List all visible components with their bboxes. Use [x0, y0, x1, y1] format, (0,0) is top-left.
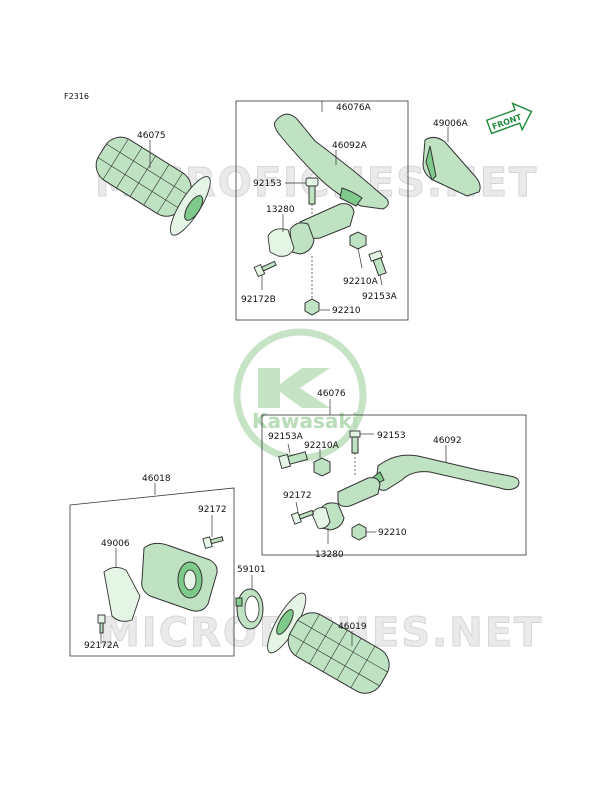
label-46076A: 46076A	[336, 103, 372, 113]
label-46075: 46075	[137, 131, 166, 141]
screw-92172B	[253, 260, 277, 278]
lever-46092	[371, 454, 520, 491]
nut-92210-lower	[351, 523, 367, 541]
cover-49006	[103, 567, 141, 622]
nut-92210A-lower	[313, 457, 331, 477]
kawasaki-logo-text: Kawasaki	[252, 409, 359, 433]
figure-code: F2316	[64, 92, 89, 101]
label-92172-lower: 92172	[283, 491, 312, 501]
label-59101: 59101	[237, 565, 266, 575]
front-direction-arrow: FRONT	[485, 102, 533, 135]
label-46018: 46018	[142, 474, 171, 484]
box-46018	[69, 487, 235, 657]
label-92153-upper: 92153	[253, 179, 282, 189]
cover-49006A	[422, 136, 481, 197]
label-46092A: 46092A	[332, 141, 368, 151]
bolt-92153-lower	[349, 430, 361, 454]
grip-left-46075	[95, 136, 211, 236]
label-92210-upper: 92210	[332, 306, 361, 316]
label-92210A-upper: 92210A	[343, 277, 379, 287]
label-13280-upper: 13280	[266, 205, 295, 215]
label-92172A: 92172A	[84, 641, 120, 651]
label-92210A-lower: 92210A	[304, 441, 340, 451]
screw-92172-throttle	[202, 536, 224, 549]
clamp-bracket-lower	[311, 477, 381, 531]
label-49006: 49006	[101, 539, 130, 549]
clamp-ring-59101	[235, 588, 264, 630]
clamp-bracket-upper	[267, 203, 355, 257]
label-92153A-lower: 92153A	[268, 432, 304, 442]
nut-92210A-upper	[349, 231, 367, 250]
bolt-92153A-lower	[278, 451, 308, 470]
screw-92172A	[97, 614, 106, 634]
label-46076: 46076	[317, 389, 346, 399]
label-49006A: 49006A	[433, 119, 469, 129]
grip-right-46019	[267, 592, 390, 694]
throttle-housing	[141, 542, 218, 612]
screw-92172-lower	[290, 509, 315, 525]
label-92172-throttle: 92172	[198, 505, 227, 515]
label-92210-lower: 92210	[378, 528, 407, 538]
label-92153A-upper: 92153A	[362, 292, 398, 302]
label-92172B: 92172B	[241, 295, 276, 305]
lever-46092A	[274, 113, 389, 210]
label-46092: 46092	[433, 436, 462, 446]
label-92153-lower: 92153	[377, 431, 406, 441]
nut-92210-upper	[304, 298, 320, 316]
bolt-92153A-upper	[368, 249, 387, 277]
label-46019: 46019	[338, 622, 367, 632]
box-46076	[261, 414, 527, 556]
label-13280-lower: 13280	[315, 550, 344, 560]
